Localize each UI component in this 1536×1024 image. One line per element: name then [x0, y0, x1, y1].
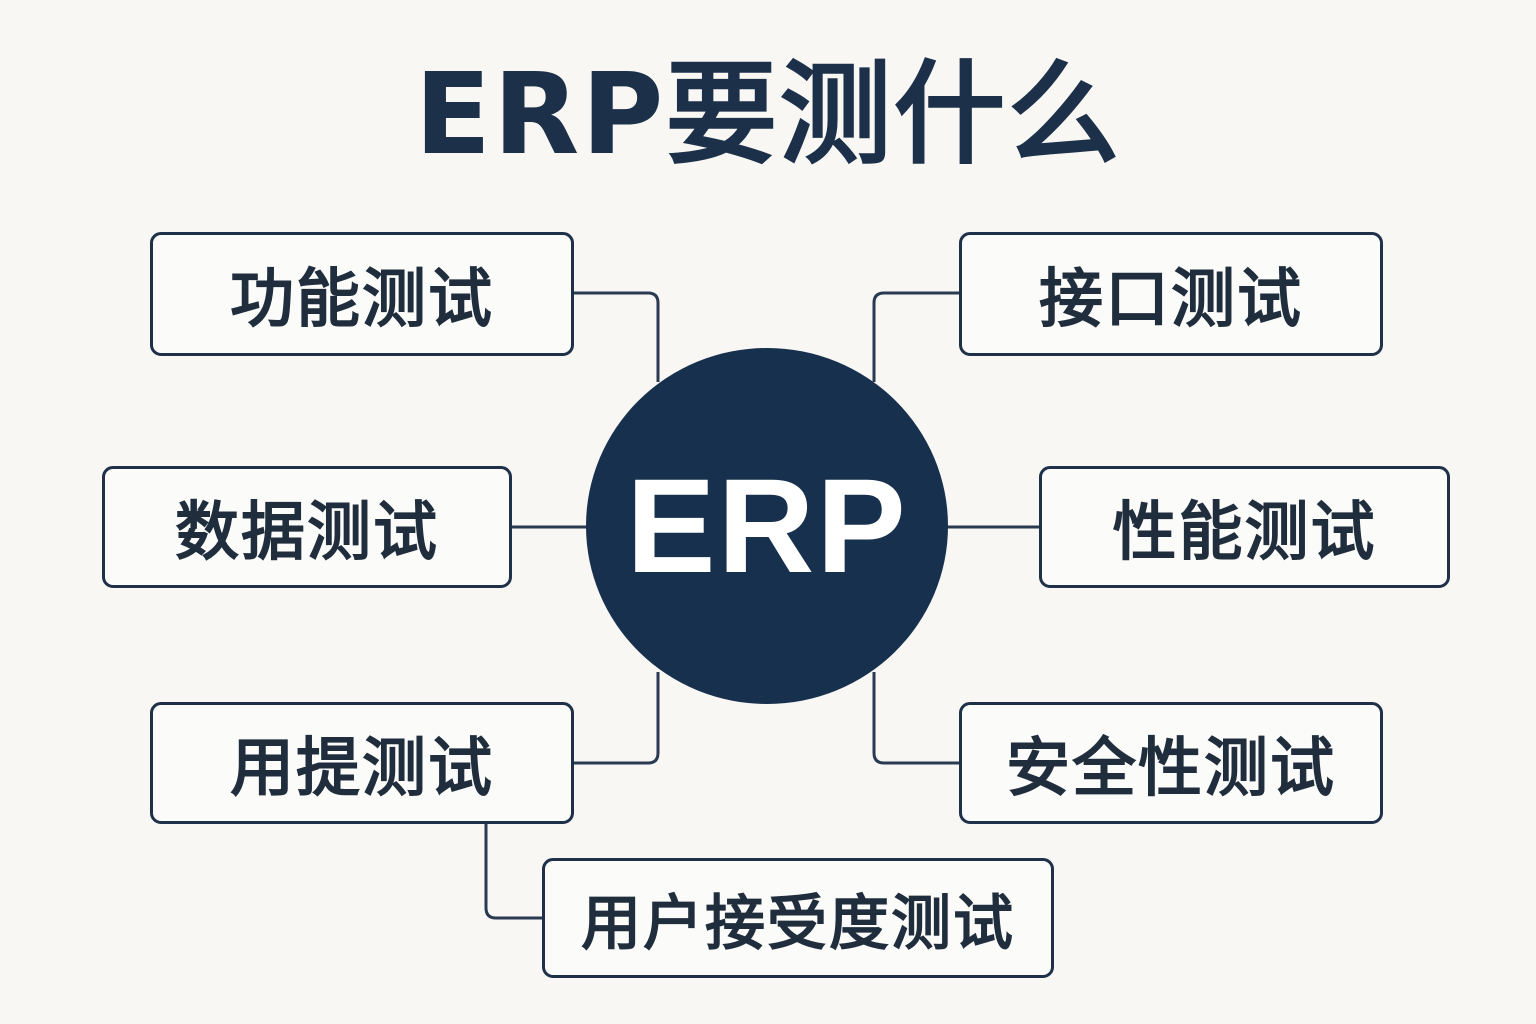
- node-label: 用户接受度测试: [581, 888, 1015, 959]
- node-functional-testing: 功能测试: [150, 232, 574, 356]
- node-usability-testing: 用提测试: [150, 702, 574, 824]
- connector-interface: [872, 291, 959, 382]
- erp-hub-circle: ERP: [586, 348, 948, 704]
- node-label: 安全性测试: [1006, 732, 1336, 806]
- node-interface-testing: 接口测试: [959, 232, 1383, 356]
- node-label: 性能测试: [1112, 496, 1377, 570]
- connector-functional: [574, 291, 660, 382]
- node-user-acceptance-testing: 用户接受度测试: [542, 858, 1054, 978]
- connector-security: [872, 672, 959, 765]
- connector-usability: [574, 672, 660, 765]
- node-label: 用提测试: [230, 732, 494, 806]
- node-security-testing: 安全性测试: [959, 702, 1383, 824]
- connector-uat: [484, 824, 542, 920]
- page-title: ERP要测什么: [414, 50, 1122, 180]
- node-performance-testing: 性能测试: [1039, 466, 1450, 588]
- node-label: 接口测试: [1039, 263, 1303, 337]
- node-data-testing: 数据测试: [102, 466, 512, 588]
- node-label: 数据测试: [175, 496, 439, 570]
- hub-label: ERP: [626, 451, 908, 601]
- node-label: 功能测试: [230, 263, 494, 337]
